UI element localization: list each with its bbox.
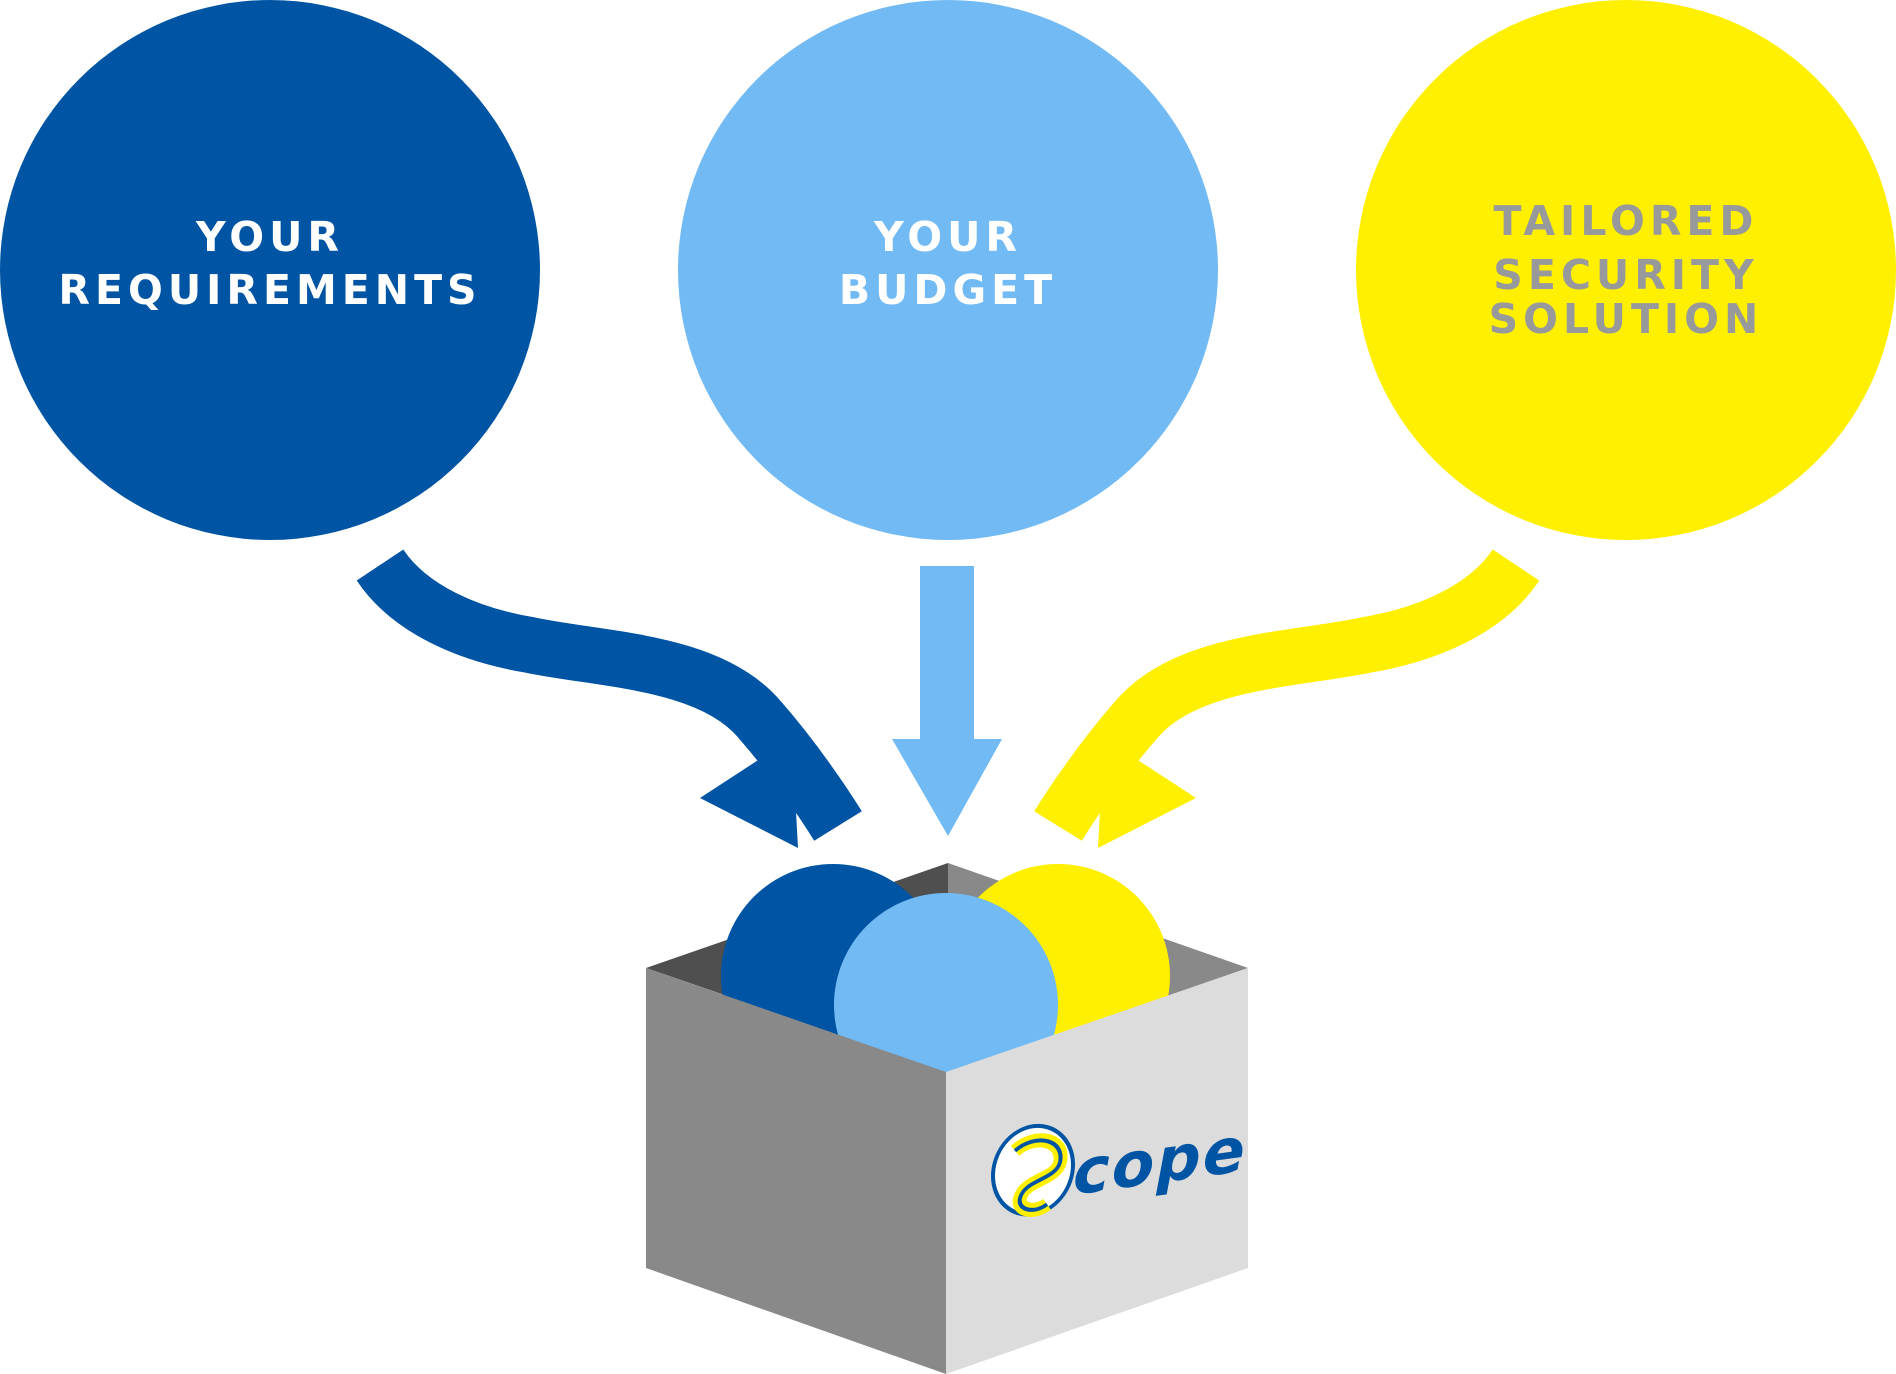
budget-label-line-2: BUDGET (839, 266, 1057, 314)
requirements-circle (0, 0, 540, 540)
requirements-label-line-1: YOUR (195, 213, 344, 261)
solution-arrow (1034, 548, 1540, 848)
solution-label-line-3: SOLUTION (1489, 295, 1764, 343)
box-right-face (946, 968, 1248, 1374)
box-left-face (646, 968, 946, 1374)
solution-node: TAILORED SECURITY SOLUTION (1356, 0, 1896, 540)
budget-arrow (892, 566, 1002, 836)
budget-node: YOUR BUDGET (678, 0, 1218, 540)
solution-box: cope (646, 863, 1248, 1374)
budget-label-line-1: YOUR (873, 213, 1022, 261)
budget-circle (678, 0, 1218, 540)
solution-arrow-shaft (1034, 548, 1540, 841)
scope-s-logo-icon (991, 1123, 1075, 1217)
solution-circle (1356, 0, 1896, 540)
requirements-arrow-shaft (356, 548, 862, 841)
requirements-arrow (356, 548, 862, 848)
solution-arrow-head (1098, 738, 1196, 848)
solution-label-line-2: SECURITY (1493, 251, 1758, 299)
requirements-node: YOUR REQUIREMENTS (0, 0, 540, 540)
solution-label-line-1: TAILORED (1494, 197, 1759, 245)
requirements-label-line-2: REQUIREMENTS (58, 266, 481, 314)
requirements-arrow-head (700, 738, 798, 848)
budget-arrow-shape (892, 566, 1002, 836)
